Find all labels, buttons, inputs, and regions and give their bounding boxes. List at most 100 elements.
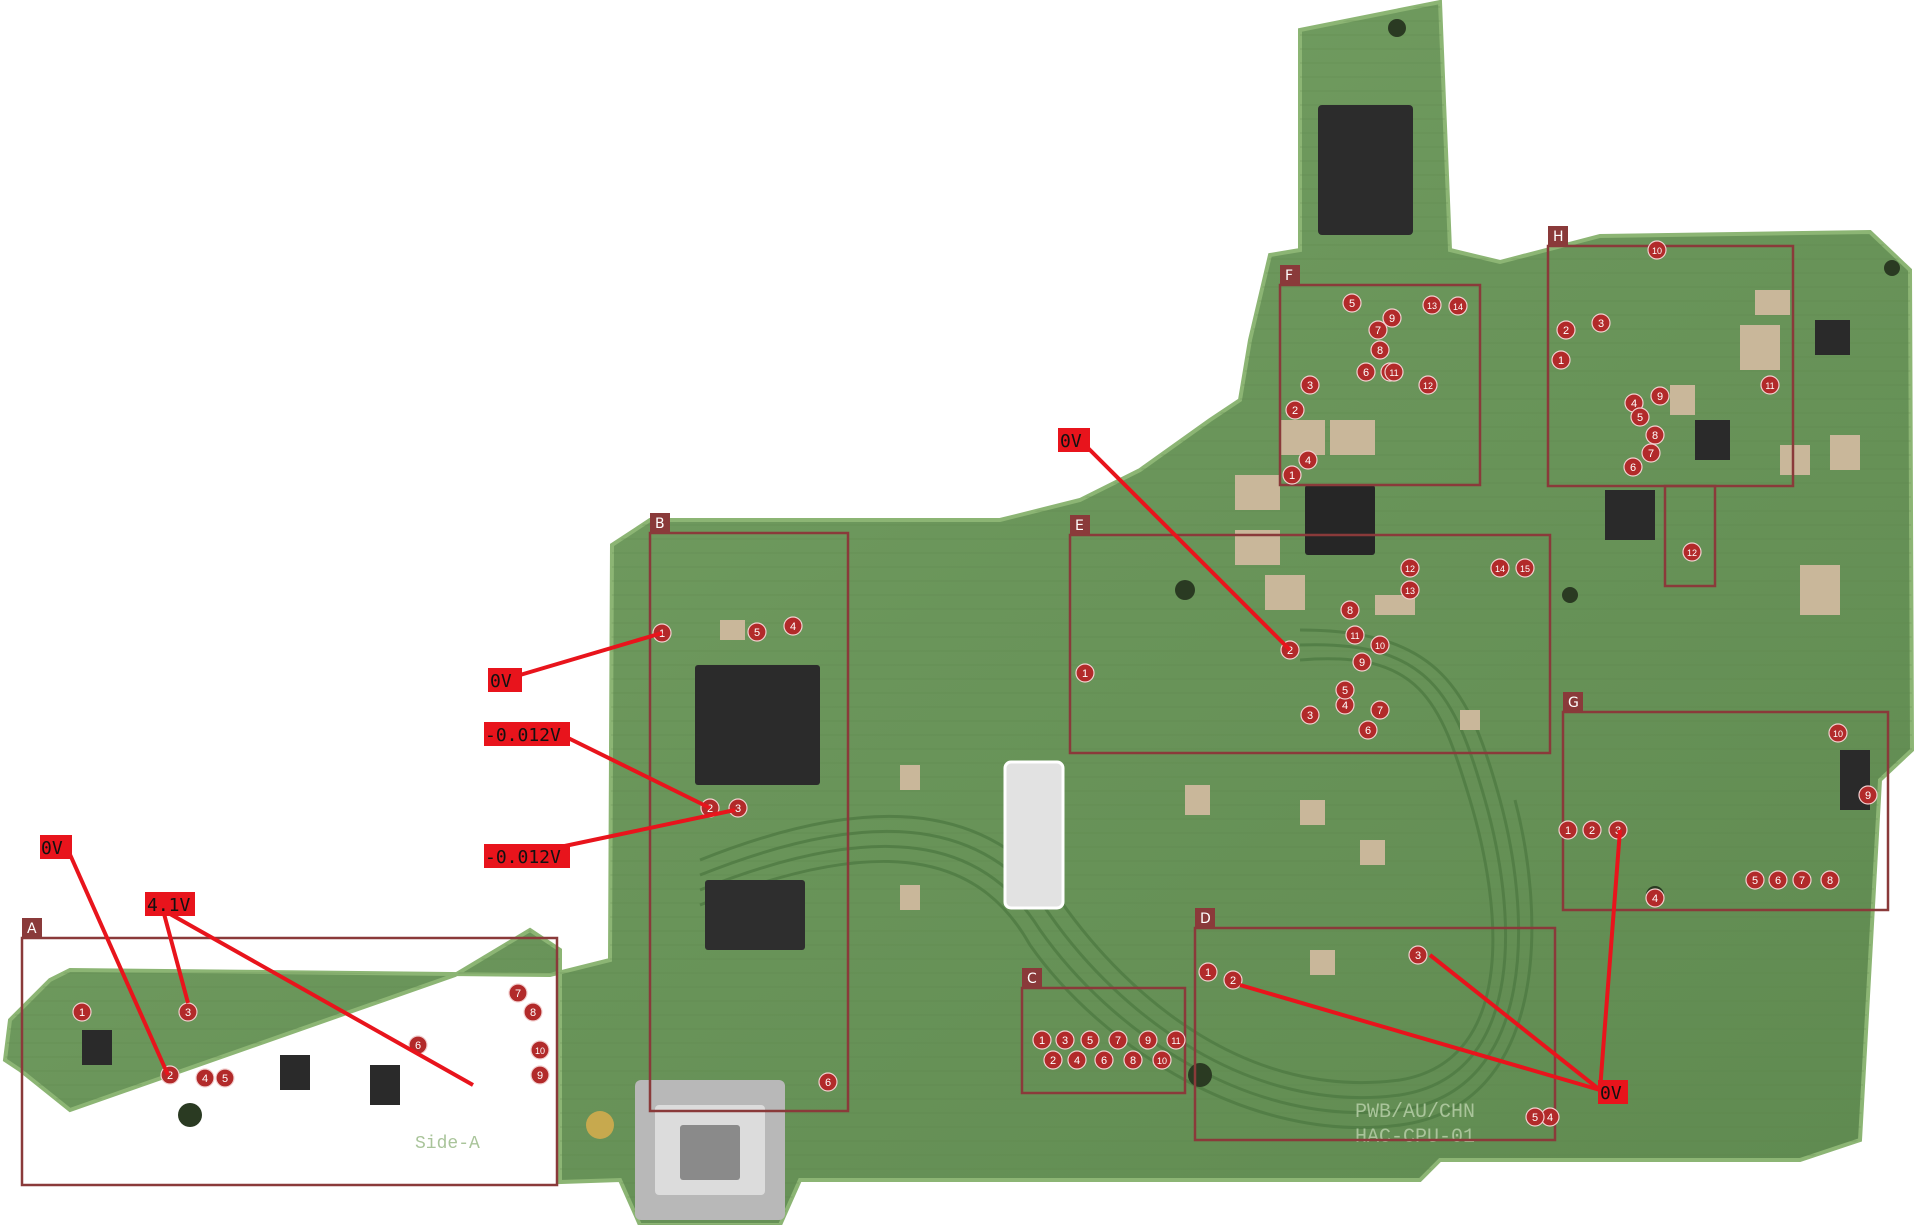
svg-text:6: 6 (1775, 875, 1781, 887)
pin-marker-h-1: 1 (1551, 350, 1571, 370)
svg-text:B: B (655, 516, 665, 532)
pin-marker-f-13: 13 (1422, 295, 1442, 315)
pin-marker-b-5: 5 (747, 622, 767, 642)
svg-text:12: 12 (1423, 381, 1433, 391)
pin-marker-g-5: 5 (1745, 870, 1765, 890)
pin-marker-g-6: 6 (1768, 870, 1788, 890)
pin-marker-e-14: 14 (1490, 558, 1510, 578)
pin-marker-f-14: 14 (1448, 296, 1468, 316)
pin-marker-h-6: 6 (1623, 457, 1643, 477)
svg-text:3: 3 (1062, 1035, 1068, 1047)
pin-marker-f-11: 11 (1384, 362, 1404, 382)
pin-marker-e-11: 11 (1345, 625, 1365, 645)
pin-marker-h-7: 7 (1641, 443, 1661, 463)
pin-marker-c-9: 9 (1138, 1030, 1158, 1050)
pin-marker-d-5: 5 (1525, 1107, 1545, 1127)
pin-marker-c-5: 5 (1080, 1030, 1100, 1050)
pin-marker-a-9: 9 (530, 1065, 550, 1085)
svg-text:12: 12 (1687, 548, 1697, 558)
svg-text:3: 3 (735, 803, 741, 815)
usb-pd-controller-chip (695, 665, 820, 785)
svg-text:5: 5 (1342, 685, 1348, 697)
usb-c-connector (635, 1080, 785, 1220)
ic-h2 (1695, 420, 1730, 460)
svg-text:6: 6 (1101, 1055, 1107, 1067)
pin-marker-g-10: 10 (1828, 723, 1848, 743)
pin-marker-f-5: 5 (1342, 293, 1362, 313)
svg-text:4: 4 (1342, 700, 1348, 712)
svg-text:9: 9 (1389, 313, 1395, 325)
svg-text:1: 1 (1558, 355, 1564, 367)
pin-marker-d-3: 3 (1408, 945, 1428, 965)
svg-text:7: 7 (515, 988, 521, 1000)
svg-text:2: 2 (707, 803, 713, 815)
svg-text:5: 5 (1532, 1112, 1538, 1124)
region-tag-h: H (1548, 226, 1568, 246)
svg-text:2: 2 (1230, 975, 1236, 987)
pin-marker-e-9: 9 (1352, 652, 1372, 672)
pin-marker-c-3: 3 (1055, 1030, 1075, 1050)
svg-text:6: 6 (1365, 725, 1371, 737)
svg-text:13: 13 (1427, 301, 1437, 311)
voltage-label-b2: -0.012V (484, 722, 570, 746)
voltage-labels: 0V -0.012V -0.012V 0V 4.1V 0V 0V (40, 428, 1628, 1104)
svg-text:A: A (27, 921, 37, 937)
pin-marker-e-3: 3 (1300, 705, 1320, 725)
svg-text:6: 6 (415, 1040, 421, 1052)
svg-text:2: 2 (167, 1070, 173, 1082)
pin-marker-b-6: 6 (818, 1072, 838, 1092)
svg-text:3: 3 (1415, 950, 1421, 962)
region-frame-d (1193, 926, 1557, 1142)
svg-text:11: 11 (1350, 631, 1359, 641)
svg-text:7: 7 (1375, 325, 1381, 337)
voltage-label-d1: 0V (1598, 1080, 1628, 1104)
svg-text:11: 11 (1389, 368, 1398, 378)
svg-text:10: 10 (1157, 1056, 1167, 1066)
pin-marker-c-10: 10 (1152, 1050, 1172, 1070)
svg-text:7: 7 (1799, 875, 1805, 887)
nand-chip (1318, 105, 1413, 235)
svg-text:4: 4 (1305, 455, 1311, 467)
svg-text:H: H (1553, 229, 1564, 245)
ic-a2 (280, 1055, 310, 1090)
svg-text:1: 1 (1082, 668, 1088, 680)
svg-text:9: 9 (1145, 1035, 1151, 1047)
pin-marker-e-12: 12 (1400, 558, 1420, 578)
svg-text:4: 4 (202, 1073, 208, 1085)
svg-text:10: 10 (1833, 729, 1843, 739)
pin-marker-g-4: 4 (1645, 888, 1665, 908)
svg-text:3: 3 (1598, 318, 1604, 330)
svg-text:4: 4 (1631, 398, 1637, 410)
pin-marker-a-3: 3 (178, 1002, 198, 1022)
region-tag-e: E (1070, 515, 1090, 535)
svg-text:5: 5 (1349, 298, 1355, 310)
svg-text:3: 3 (185, 1007, 191, 1019)
passive-components (720, 290, 1860, 975)
voltage-label-a1: 0V (40, 835, 72, 859)
svg-text:9: 9 (1865, 790, 1871, 802)
region-frames (20, 244, 1890, 1187)
svg-text:2: 2 (1292, 405, 1298, 417)
svg-text:F: F (1285, 268, 1293, 284)
voltage-label-b3: -0.012V (484, 844, 570, 868)
svg-text:8: 8 (530, 1007, 536, 1019)
pin-marker-h-12: 12 (1682, 542, 1702, 562)
svg-text:14: 14 (1495, 564, 1505, 574)
pin-marker-g-8: 8 (1820, 870, 1840, 890)
svg-text:8: 8 (1347, 605, 1353, 617)
pin-marker-g-2: 2 (1582, 820, 1602, 840)
pin-marker-h-10: 10 (1647, 240, 1667, 260)
pin-marker-c-4: 4 (1067, 1050, 1087, 1070)
pin-marker-e-7: 7 (1370, 700, 1390, 720)
svg-text:6: 6 (1363, 367, 1369, 379)
pin-marker-h-4: 4 (1624, 393, 1644, 413)
svg-text:8: 8 (1377, 345, 1383, 357)
pin-marker-c-2: 2 (1043, 1050, 1063, 1070)
svg-text:E: E (1075, 518, 1084, 534)
svg-text:5: 5 (222, 1073, 228, 1085)
silkscreen-side-marking: Side-A (415, 1134, 480, 1154)
svg-text:C: C (1027, 971, 1037, 987)
svg-text:10: 10 (1652, 246, 1662, 256)
